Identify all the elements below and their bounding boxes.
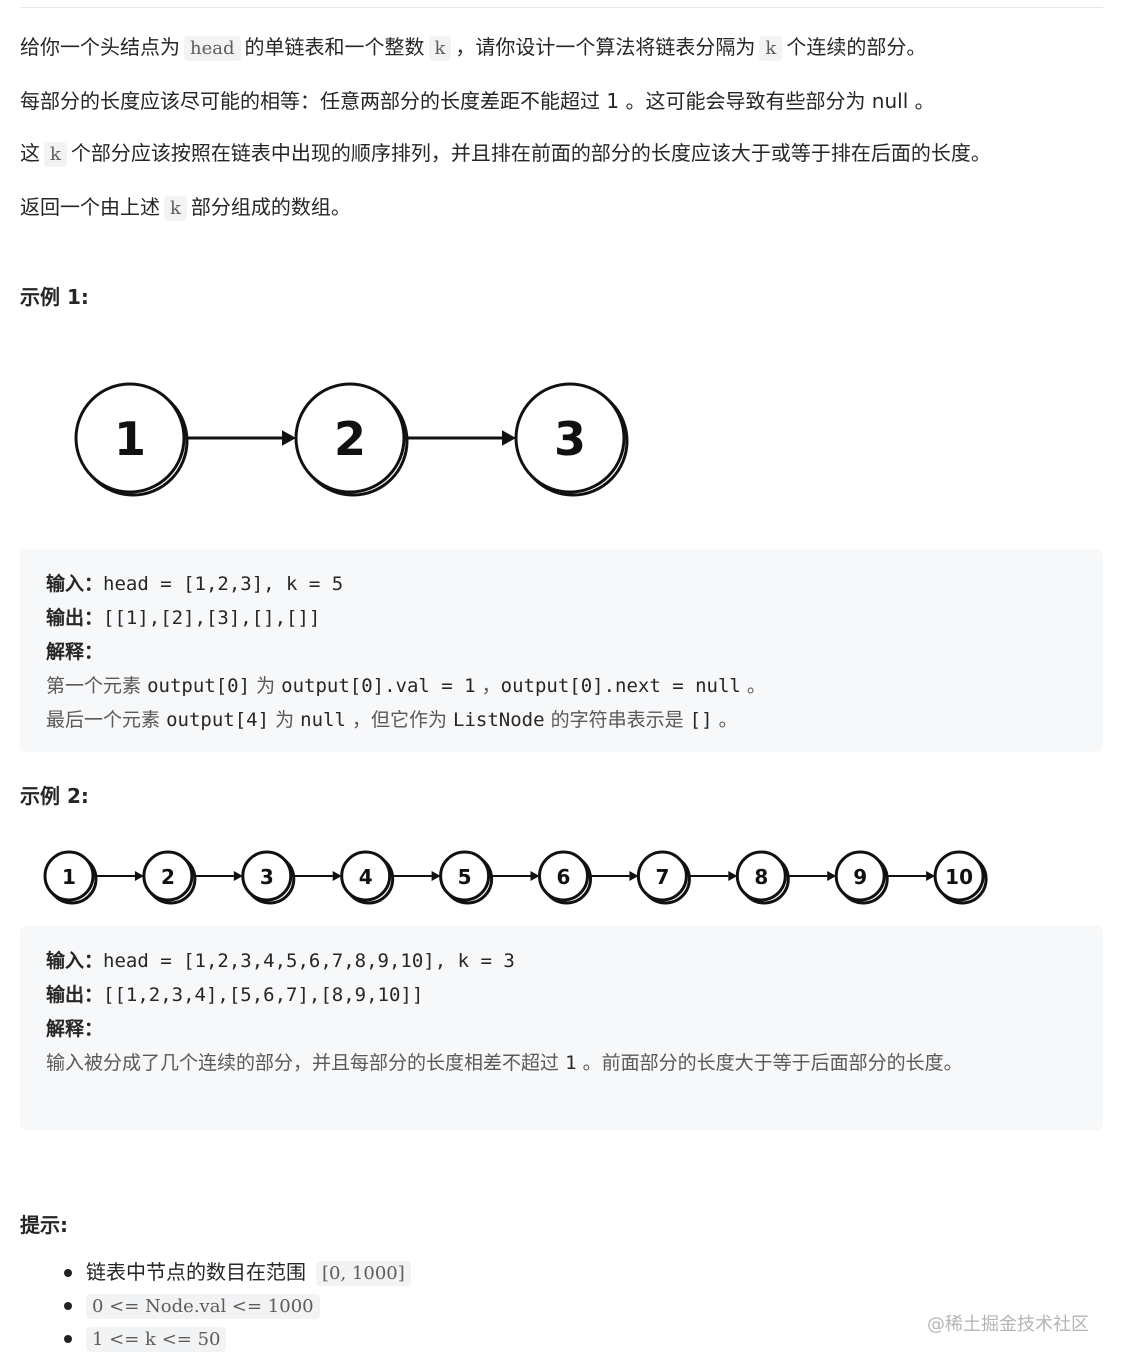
example-1-explain-line-2: 最后一个元素 output[4] 为 null ，但它作为 ListNode 的… bbox=[46, 709, 738, 731]
example-2-node: 1 bbox=[43, 850, 98, 905]
example-2-node-label: 9 bbox=[853, 865, 867, 889]
inline-code-k: k bbox=[759, 36, 783, 61]
example-2-node-circle bbox=[933, 850, 985, 902]
example-2-arrow-head bbox=[332, 871, 342, 881]
example-1-code-block: 输入：head = [1,2,3], k = 5 输出：[[1],[2],[3]… bbox=[20, 549, 1103, 752]
inline-code-k: k bbox=[164, 196, 187, 221]
example-1-node: 1 bbox=[74, 382, 189, 497]
site-watermark: @稀土掘金技术社区 bbox=[927, 1314, 1089, 1335]
hint-item: 0 <= Node.val <= 1000 bbox=[20, 1289, 415, 1322]
example-2-explain-label: 解释： bbox=[46, 1018, 104, 1040]
example-2-node-label: 2 bbox=[161, 865, 175, 889]
example-2-node-label: 7 bbox=[655, 865, 669, 889]
hints-list: 链表中节点的数目在范围[0, 1000] 0 <= Node.val <= 10… bbox=[20, 1256, 415, 1355]
intro-paragraph-2: 每部分的长度应该尽可能的相等：任意两部分的长度差距不能超过 1 。这可能会导致有… bbox=[20, 89, 935, 113]
example-1-linked-list-diagram: 1 2 3 bbox=[74, 382, 629, 497]
example-2-node-circle bbox=[142, 850, 194, 902]
example-2-node-circle bbox=[538, 850, 589, 902]
inline-code-k: k bbox=[44, 142, 67, 167]
inline-code-head: head bbox=[184, 36, 241, 61]
example-1-node: 3 bbox=[514, 382, 629, 497]
example-2-arrow-head bbox=[827, 871, 837, 881]
hint-code: 1 <= k <= 50 bbox=[86, 1327, 227, 1352]
example-2-node-label: 1 bbox=[62, 865, 76, 889]
example-2-heading: 示例 2: bbox=[20, 784, 89, 808]
example-2-code-block: 输入：head = [1,2,3,4,5,6,7,8,9,10], k = 3 … bbox=[20, 926, 1103, 1130]
top-divider bbox=[20, 7, 1103, 8]
example-2-arrow-head bbox=[233, 871, 243, 881]
example-2-input-line: 输入：head = [1,2,3,4,5,6,7,8,9,10], k = 3 bbox=[46, 950, 515, 972]
example-2-node-circle bbox=[340, 850, 392, 902]
example-2-node-circle bbox=[735, 850, 787, 902]
example-2-node-label: 5 bbox=[458, 865, 472, 889]
example-1-node-circle bbox=[74, 382, 186, 494]
example-2-linked-list-diagram: 1 2 3 4 5 6 7 8 9 10 bbox=[43, 850, 988, 905]
example-2-node-label: 10 bbox=[945, 865, 973, 889]
example-2-node: 6 bbox=[538, 850, 592, 905]
example-1-heading: 示例 1: bbox=[20, 285, 89, 309]
example-2-node: 7 bbox=[636, 850, 691, 905]
example-2-node-label: 8 bbox=[754, 865, 768, 889]
example-1-output-line: 输出：[[1],[2],[3],[],[]] bbox=[46, 607, 321, 629]
example-2-output-line: 输出：[[1,2,3,4],[5,6,7],[8,9,10]] bbox=[46, 984, 424, 1006]
example-2-node-circle bbox=[43, 850, 95, 902]
example-1-explain-label: 解释： bbox=[46, 641, 104, 663]
hint-item: 链表中节点的数目在范围[0, 1000] bbox=[20, 1256, 415, 1289]
example-2-node: 2 bbox=[142, 850, 197, 905]
example-1-arrow-head bbox=[502, 430, 516, 446]
hints-heading: 提示: bbox=[20, 1213, 68, 1237]
inline-code-k: k bbox=[428, 36, 452, 61]
example-2-node-label: 6 bbox=[557, 865, 571, 889]
example-2-arrow-head bbox=[530, 871, 540, 881]
example-2-arrow-head bbox=[629, 871, 639, 881]
example-1-node-label: 1 bbox=[114, 412, 146, 466]
hint-code: 0 <= Node.val <= 1000 bbox=[86, 1294, 320, 1319]
example-2-arrow-head bbox=[134, 871, 144, 881]
example-1-node-circle bbox=[514, 382, 626, 494]
example-2-node: 4 bbox=[340, 850, 395, 905]
example-1-node-label: 2 bbox=[334, 412, 366, 466]
example-2-arrow-head bbox=[926, 871, 936, 881]
example-2-arrow-head bbox=[431, 871, 441, 881]
example-2-node-circle bbox=[636, 850, 688, 902]
example-2-node: 3 bbox=[241, 850, 296, 905]
example-2-node-label: 4 bbox=[359, 865, 373, 889]
example-2-node-label: 3 bbox=[260, 865, 274, 889]
example-2-arrow-head bbox=[728, 871, 738, 881]
example-2-node-circle bbox=[241, 850, 293, 902]
example-2-node-circle bbox=[834, 850, 886, 902]
example-1-explain-line-1: 第一个元素 output[0] 为 output[0].val = 1 ，out… bbox=[46, 675, 766, 697]
example-2-node-circle bbox=[439, 850, 491, 902]
example-1-node-label: 3 bbox=[554, 412, 586, 466]
example-2-node: 8 bbox=[735, 850, 790, 905]
hint-code: [0, 1000] bbox=[316, 1261, 411, 1286]
example-1-arrow-head bbox=[282, 430, 296, 446]
example-1-node: 2 bbox=[294, 382, 409, 497]
example-2-node: 5 bbox=[439, 850, 494, 905]
hint-item: 1 <= k <= 50 bbox=[20, 1322, 415, 1355]
example-1-input-line: 输入：head = [1,2,3], k = 5 bbox=[46, 573, 344, 595]
example-2-node: 9 bbox=[834, 850, 889, 905]
example-2-node: 10 bbox=[933, 850, 988, 905]
example-1-node-circle bbox=[294, 382, 406, 494]
example-2-explain-text: 输入被分成了几个连续的部分，并且每部分的长度相差不超过 1 。前面部分的长度大于… bbox=[46, 1052, 963, 1074]
